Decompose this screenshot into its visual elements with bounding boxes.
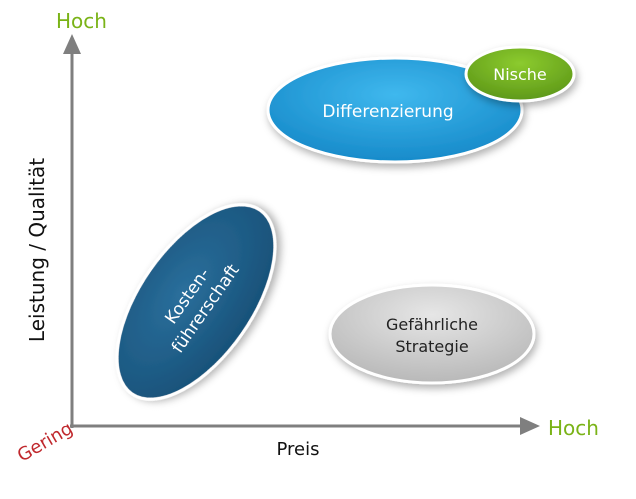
origin-low-label: Gering xyxy=(14,418,77,466)
nische-label: Nische xyxy=(493,65,547,84)
x-axis-high-label: Hoch xyxy=(548,416,599,440)
axes xyxy=(63,34,540,435)
differenzierung-label: Differenzierung xyxy=(322,102,453,122)
x-axis-title: Preis xyxy=(277,439,320,460)
gefaehrlich-label-line1: Gefährliche xyxy=(386,315,478,334)
strategy-nische: Nische xyxy=(464,45,576,103)
strategy-differenzierung: Differenzierung xyxy=(266,56,524,164)
x-axis-arrowhead xyxy=(520,417,540,435)
strategy-gefaehrlich: Gefährliche Strategie xyxy=(328,283,536,385)
strategy-kostenfuehrerschaft: Kosten- führerschaft xyxy=(115,203,277,401)
y-axis-high-label: Hoch xyxy=(56,9,107,33)
y-axis-title: Leistung / Qualität xyxy=(25,158,49,342)
y-axis-arrowhead xyxy=(63,34,81,54)
gefaehrlich-label-line2: Strategie xyxy=(395,337,468,356)
